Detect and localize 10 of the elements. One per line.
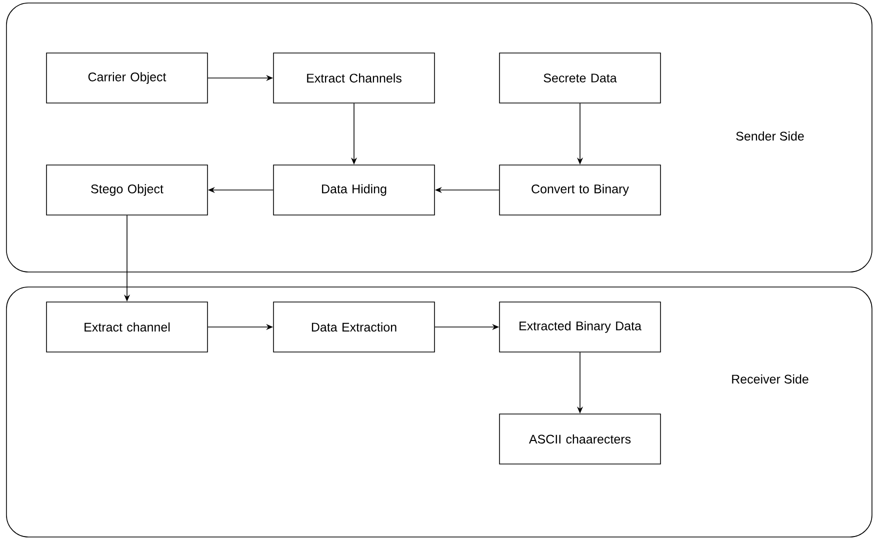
process-box: Secrete Data: [499, 52, 661, 104]
process-box: Extract channel: [46, 302, 208, 352]
process-box: ASCII chaarecters: [499, 414, 661, 464]
process-box: Extract Channels: [273, 52, 435, 104]
process-box: Data Hiding: [273, 164, 435, 216]
process-box: Extracted Binary Data: [499, 302, 661, 352]
process-box: Data Extraction: [273, 302, 435, 352]
process-box: Stego Object: [46, 164, 208, 216]
process-box: Carrier Object: [46, 52, 208, 104]
process-box: Convert to Binary: [499, 164, 661, 216]
